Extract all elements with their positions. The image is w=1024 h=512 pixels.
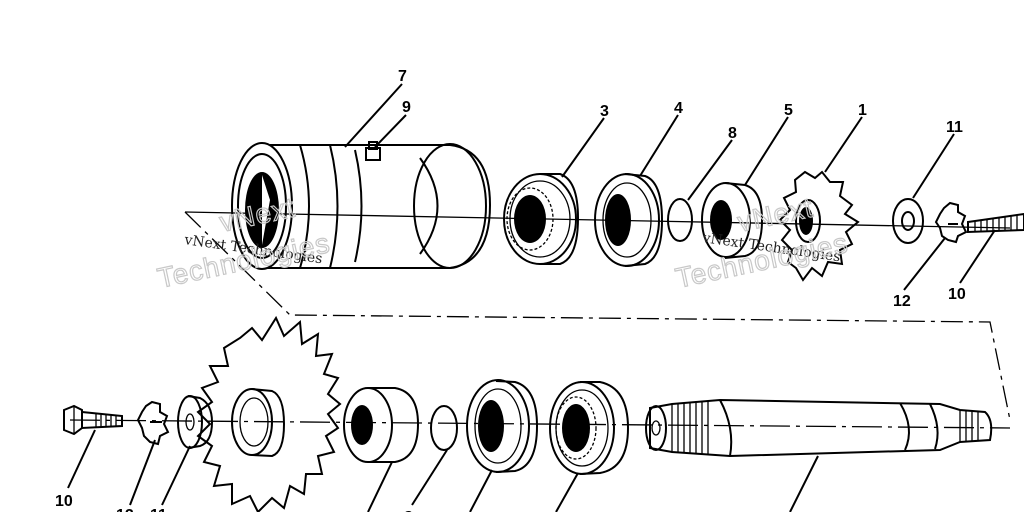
housing	[231, 142, 492, 270]
watermarks: vNext Technologies vNext Technologies vN…	[154, 191, 851, 294]
watermark-word2-right: Technologies	[673, 227, 851, 294]
leader-lines	[67, 83, 996, 512]
shaft	[645, 398, 993, 458]
callout-8-lower: 8	[404, 509, 413, 512]
bearing-cup-lower	[466, 379, 539, 473]
callout-labels: 7 9 3 4 8 5 1 11 12 10 10 12 11 8	[55, 68, 966, 512]
bearing-cup-upper	[594, 173, 664, 267]
callout-12: 12	[893, 293, 911, 310]
spacer-lower	[343, 387, 420, 463]
callout-12-lower: 12	[116, 507, 134, 512]
lock-washer-upper	[934, 201, 968, 244]
bearing-lower	[549, 381, 630, 475]
o-ring-upper	[667, 198, 693, 242]
callout-5: 5	[784, 102, 793, 119]
callout-9: 9	[402, 99, 411, 116]
callout-10: 10	[948, 286, 966, 303]
callout-4: 4	[674, 100, 683, 117]
callout-1: 1	[858, 102, 867, 119]
bearing-upper	[503, 173, 580, 265]
washer-upper	[892, 198, 924, 244]
lock-washer-lower	[136, 400, 170, 446]
callout-3: 3	[600, 103, 609, 120]
assembly-lines	[69, 211, 1011, 429]
o-ring-lower	[430, 405, 458, 451]
callout-10-lower: 10	[55, 493, 73, 510]
bolt-upper	[967, 212, 1024, 234]
callout-7: 7	[398, 68, 407, 85]
callout-8: 8	[728, 125, 737, 142]
callout-11-lower: 11	[150, 507, 167, 512]
spacer-upper	[701, 182, 764, 259]
sprocket-large	[196, 315, 342, 512]
watermark-word2-left: Technologies	[155, 227, 333, 294]
sprocket-small	[778, 170, 860, 282]
callout-11: 11	[946, 119, 963, 136]
bolt-lower	[63, 404, 123, 436]
